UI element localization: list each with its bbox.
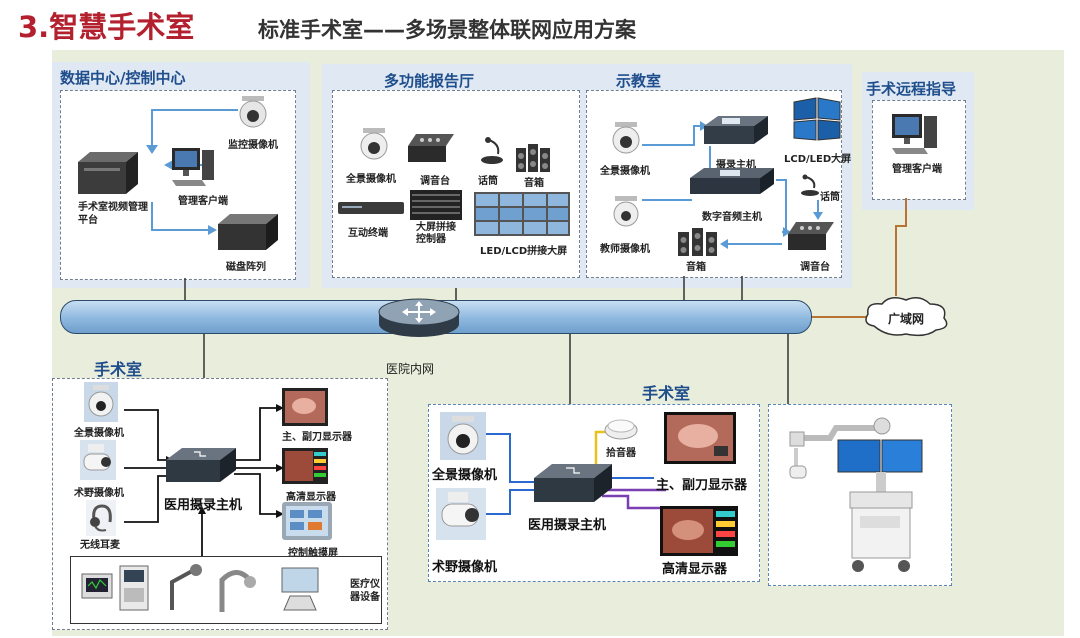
hospital-lan-label: 医院内网 — [386, 362, 435, 376]
rh-panorama-camera-label: 全景摄像机 — [346, 174, 396, 185]
led-wall-label: LED/LCD拼接大屏 — [480, 246, 568, 257]
pickup-icon — [604, 419, 638, 440]
cls-mixer-icon — [788, 222, 834, 250]
cls-panorama-camera-label: 全景摄像机 — [600, 166, 650, 177]
rh-speaker-icon — [516, 144, 550, 172]
or-right-hd-display-icon — [660, 506, 738, 556]
led-wall-icon — [474, 192, 570, 236]
rh-mixer-icon — [408, 134, 454, 162]
remote-title: 手术远程指导 — [866, 80, 957, 98]
rh-microphone-icon — [481, 137, 503, 164]
or-right-panorama-camera-icon — [440, 412, 486, 460]
cls-mixer-label: 调音台 — [800, 262, 830, 273]
cls-links — [642, 121, 823, 249]
cls-speaker-icon — [678, 228, 717, 256]
or-left-recorder-icon — [166, 448, 236, 482]
remote-client-label: 管理客户端 — [892, 164, 942, 175]
monitor-camera-icon — [239, 96, 267, 128]
cls-recorder-label: 摄录主机 — [716, 160, 756, 171]
remote-client-pc-icon — [892, 114, 937, 154]
cls-digital-audio-icon — [690, 168, 774, 194]
or-left-headset-label: 无线耳麦 — [80, 540, 120, 551]
or-left-panorama-camera-label: 全景摄像机 — [74, 428, 124, 439]
or-right-hd-display-label: 高清显示器 — [662, 562, 728, 577]
or-left-panorama-camera-icon — [84, 382, 118, 422]
or-right-field-camera-icon — [436, 488, 486, 540]
classroom-title: 示教室 — [616, 72, 662, 90]
monitor-camera-label: 监控摄像机 — [228, 140, 278, 151]
or-right-links — [482, 430, 666, 515]
or-left-hd-display-label: 高清显示器 — [286, 492, 336, 503]
report-hall-box — [332, 90, 580, 278]
wan-label: 广域网 — [888, 312, 925, 326]
interactive-terminal-label: 互动终端 — [348, 228, 388, 239]
rh-panorama-camera-icon — [360, 128, 388, 160]
or-left-main-display-icon — [282, 388, 328, 426]
rh-speaker-label: 音箱 — [524, 178, 544, 189]
splice-controller-label: 大屏拼接控制器 — [416, 222, 456, 245]
or-right-recorder-label: 医用摄录主机 — [528, 518, 607, 533]
splice-controller-icon — [410, 190, 462, 220]
data-center-title: 数据中心/控制中心 — [60, 69, 186, 87]
cls-microphone-label: 话筒 — [820, 192, 840, 203]
or-right-title: 手术室 — [642, 384, 691, 403]
video-platform-icon — [78, 152, 138, 194]
or-left-field-camera-label: 术野摄像机 — [74, 488, 124, 499]
or-right-recorder-icon — [534, 464, 612, 502]
client-label: 管理客户端 — [178, 196, 228, 207]
cls-microphone-icon — [801, 174, 819, 196]
or-left-field-camera-icon — [80, 440, 116, 480]
or-right-panorama-camera-label: 全景摄像机 — [432, 468, 498, 483]
page-title: 3.智慧手术室 — [18, 10, 195, 44]
medical-devices-icon — [81, 564, 319, 612]
report-hall-title: 多功能报告厅 — [384, 72, 475, 90]
or-left-recorder-label: 医用摄录主机 — [164, 498, 243, 513]
pickup-label: 拾音器 — [606, 448, 636, 459]
page-subtitle: 标准手术室——多场景整体联网应用方案 — [258, 18, 636, 42]
cls-teacher-camera-icon — [613, 196, 639, 227]
client-pc-icon — [172, 148, 214, 186]
surgical-cart-icon — [789, 417, 923, 572]
disk-array-icon — [218, 214, 278, 250]
or-right-field-camera-label: 术野摄像机 — [432, 560, 498, 575]
medical-devices-label: 医疗仪器设备 — [350, 579, 380, 603]
or-left-title: 手术室 — [94, 360, 143, 379]
or-left-touch-screen-icon — [282, 502, 332, 540]
rh-mixer-label: 调音台 — [420, 176, 450, 187]
or-left-headset-icon — [86, 500, 116, 536]
disk-array-label: 磁盘阵列 — [226, 262, 266, 273]
interactive-terminal-icon — [338, 202, 404, 214]
cls-speaker-label: 音箱 — [686, 262, 706, 273]
cls-recorder-icon — [704, 116, 768, 144]
cls-digital-audio-label: 数字音频主机 — [702, 212, 762, 223]
or-left-touch-screen-label: 控制触摸屏 — [288, 548, 338, 559]
or-right-main-display-label: 主、副刀显示器 — [656, 478, 748, 493]
or-left-hd-display-icon — [282, 448, 328, 484]
wan-cloud-icon — [865, 297, 948, 337]
or-right-main-display-icon — [664, 412, 736, 464]
cls-led-screen-label: LCD/LED大屏 — [784, 154, 852, 165]
cls-led-screen-icon — [793, 97, 841, 141]
cls-teacher-camera-label: 教师摄像机 — [600, 244, 650, 255]
rh-microphone-label: 话筒 — [478, 176, 498, 187]
cls-panorama-camera-icon — [612, 122, 640, 154]
or-left-main-display-label: 主、副刀显示器 — [282, 432, 352, 443]
video-platform-label: 手术室视频管理平台 — [78, 202, 148, 226]
router-icon — [378, 298, 460, 337]
